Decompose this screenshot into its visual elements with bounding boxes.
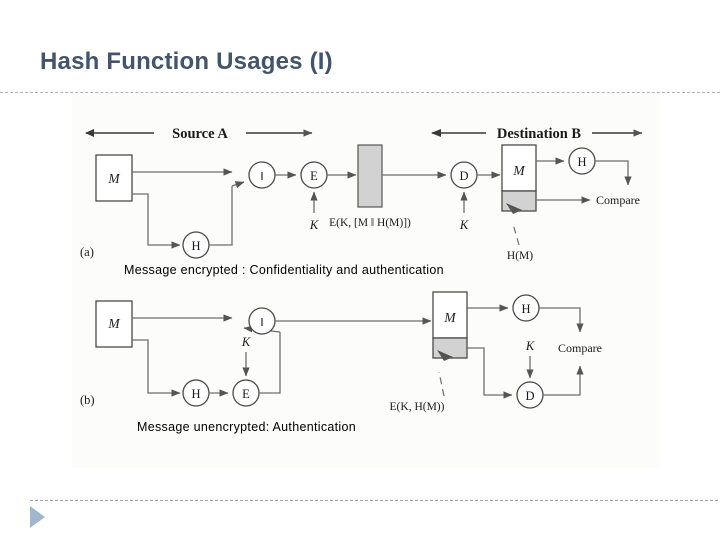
panel-b-concat-label: ‖ bbox=[260, 315, 263, 329]
panel-b-dest-key-label: K bbox=[525, 339, 535, 353]
panel-b-caption: Message unencrypted: Authentication bbox=[137, 420, 356, 434]
figure-image: Source A Destination B (a) M bbox=[72, 93, 660, 468]
panel-a-encrypt-label: E bbox=[310, 169, 318, 183]
panel-b-decrypt-node: D bbox=[516, 381, 544, 409]
panel-b-source-m-label: M bbox=[107, 316, 120, 331]
source-a-span: Source A bbox=[85, 124, 313, 142]
page-title: Hash Function Usages (I) bbox=[40, 48, 333, 75]
panel-b-compare-label: Compare bbox=[558, 341, 602, 355]
source-a-label: Source A bbox=[172, 126, 228, 142]
panel-a-label: (a) bbox=[80, 245, 94, 259]
panel-a-channel-block bbox=[357, 144, 383, 208]
footer-divider bbox=[30, 500, 718, 501]
panel-b-dest-hash-label: H bbox=[521, 302, 530, 316]
panel-b-source-hash-node: H bbox=[182, 379, 210, 407]
panel-b-concat-node: ‖ bbox=[248, 307, 276, 335]
panel-a-concat-label: ‖ bbox=[260, 169, 263, 183]
panel-b-dest-m-label: M bbox=[443, 310, 456, 325]
panel-a-compare-label: Compare bbox=[596, 193, 640, 207]
panel-a-source-m-label: M bbox=[107, 171, 120, 186]
panel-a: Source A Destination B (a) M bbox=[80, 124, 643, 262]
panel-b-encrypt-label: E bbox=[242, 387, 250, 401]
panel-a-dest-key-label: K bbox=[459, 218, 469, 232]
title-divider bbox=[0, 92, 720, 93]
panel-a-source-m-block: M bbox=[95, 154, 133, 202]
panel-b-dest-m-block: M bbox=[432, 291, 468, 359]
panel-b-encrypt-node: E bbox=[232, 379, 260, 407]
panel-b-source-hash-label: H bbox=[191, 387, 200, 401]
panel-a-dest-m-block: M bbox=[501, 144, 537, 212]
panel-b-decrypt-label: D bbox=[525, 389, 534, 403]
destination-b-label: Destination B bbox=[497, 126, 582, 142]
panel-a-dest-hash-label: H bbox=[577, 155, 586, 169]
panel-b-dest-hash-node: H bbox=[512, 294, 540, 322]
panel-a-caption: Message encrypted : Confidentiality and … bbox=[124, 263, 444, 277]
panel-b-label: (b) bbox=[80, 393, 95, 407]
hash-usage-diagram: Source A Destination B (a) M bbox=[80, 124, 643, 413]
panel-b-source-key-label: K bbox=[241, 335, 251, 349]
panel-a-dest-hash-node: H bbox=[568, 147, 596, 175]
panel-a-decrypt-node: D bbox=[450, 161, 478, 189]
panel-a-encrypt-node: E bbox=[300, 161, 328, 189]
panel-a-dest-m-label: M bbox=[512, 163, 525, 178]
play-triangle-icon[interactable] bbox=[30, 506, 45, 528]
panel-a-channel-label: E(K, [M ‖ H(M)]) bbox=[329, 217, 411, 229]
panel-a-decrypt-label: D bbox=[459, 169, 468, 183]
panel-a-concat-node: ‖ bbox=[248, 161, 276, 189]
panel-a-source-hash-node: H bbox=[182, 231, 210, 259]
panel-b: (b) M H bbox=[80, 291, 602, 413]
panel-a-source-key-label: K bbox=[309, 218, 319, 232]
destination-b-span: Destination B bbox=[431, 124, 643, 142]
panel-b-channel-label: E(K, H(M)) bbox=[390, 401, 445, 413]
panel-a-source-hash-label: H bbox=[191, 239, 200, 253]
panel-b-source-m-block: M bbox=[95, 300, 133, 348]
panel-a-hm-tag-label: H(M) bbox=[507, 250, 533, 262]
